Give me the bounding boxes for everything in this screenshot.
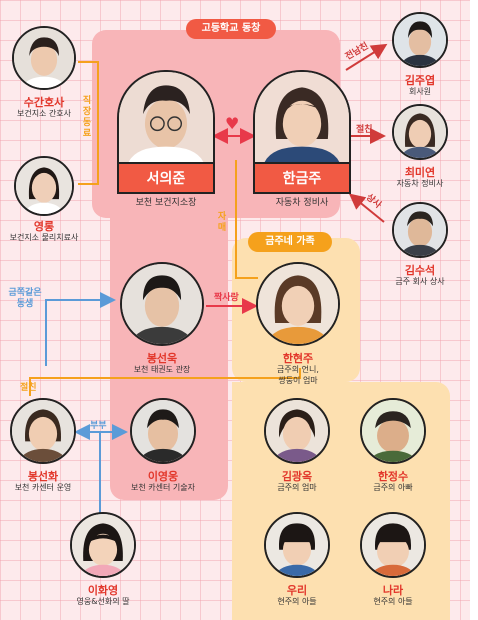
- jeongsu-photo: [360, 398, 426, 464]
- hyeonju-role-line1: 금주의 언니,: [277, 365, 319, 374]
- heart-icon: ♥: [225, 114, 240, 133]
- seonhwa-photo: [10, 398, 76, 464]
- yeongyong-photo: [130, 398, 196, 464]
- miyeon-photo: [392, 104, 448, 160]
- juyeop-name: 김주엽: [404, 74, 436, 87]
- yeongrong-photo: [14, 156, 74, 216]
- seo-uijun-role: 보천 보건지소장: [135, 198, 197, 208]
- juyeop-role: 회사원: [408, 87, 432, 96]
- yeongyong-role: 보천 카센터 기술자: [131, 483, 195, 492]
- seo-uijun-portrait: [117, 70, 215, 164]
- gwangok-name: 김광옥: [281, 470, 313, 483]
- gwangok-role: 금주의 엄마: [277, 483, 317, 492]
- yeongrong-name: 영롱: [33, 220, 55, 233]
- sugan-name: 수간호사: [23, 96, 65, 109]
- suseok-role: 금주 회사 상사: [395, 277, 445, 286]
- close-friend-2-label: 절친: [20, 383, 37, 393]
- nara-role: 현주의 아들: [373, 597, 413, 606]
- sugan-role: 보건지소 간호사: [16, 109, 72, 118]
- seonhwa-name: 봉선화: [27, 470, 59, 483]
- miyeon-role: 자동차 정비사: [396, 179, 444, 188]
- seonuk-name: 봉선욱: [146, 352, 178, 365]
- han-geumju-portrait: [253, 70, 351, 164]
- gullible-brother-label: 금쪽같은 동생: [8, 288, 42, 309]
- hwayeong-photo: [70, 512, 136, 578]
- hyeonju-name: 한현주: [282, 352, 314, 365]
- sugan-photo: [12, 26, 76, 90]
- yeongyong-name: 이영웅: [147, 470, 179, 483]
- crush-label: 짝사랑: [214, 293, 239, 303]
- hyeonju-photo: [256, 262, 340, 346]
- seonuk-role: 보천 태권도 관장: [133, 365, 191, 374]
- family-tag: 금주네 가족: [248, 232, 332, 252]
- gwangok-photo: [264, 398, 330, 464]
- uri-photo: [264, 512, 330, 578]
- school-friends-tag: 고등학교 동창: [186, 19, 276, 39]
- suseok-photo: [392, 202, 448, 258]
- hwayeong-role: 영웅&선화의 딸: [76, 597, 130, 606]
- uri-name: 우리: [286, 584, 308, 597]
- han-geumju-name: 한금주: [253, 164, 351, 194]
- seonuk-photo: [120, 262, 204, 346]
- nara-name: 나라: [382, 584, 404, 597]
- hyeonju-role-line2: 쌍둥이 엄마: [278, 376, 318, 385]
- hwayeong-name: 이화영: [87, 584, 119, 597]
- sisters-label: 자매: [217, 212, 227, 233]
- han-geumju-role: 자동차 정비사: [275, 198, 329, 208]
- yeongrong-role: 보건지소 물리치료사: [9, 233, 79, 242]
- close-friend-label: 절친: [356, 125, 373, 135]
- juyeop-photo: [392, 12, 448, 68]
- seo-uijun-name: 서의준: [117, 164, 215, 194]
- jeongsu-role: 금주의 아빠: [373, 483, 413, 492]
- couple-label: 부부: [90, 421, 107, 431]
- miyeon-name: 최미연: [404, 166, 436, 179]
- jeongsu-name: 한정수: [377, 470, 409, 483]
- suseok-name: 김수석: [404, 264, 436, 277]
- seonhwa-role: 보천 카센터 운영: [14, 483, 72, 492]
- nara-photo: [360, 512, 426, 578]
- uri-role: 현주의 아들: [277, 597, 317, 606]
- colleague-label: 직장동료: [82, 96, 92, 139]
